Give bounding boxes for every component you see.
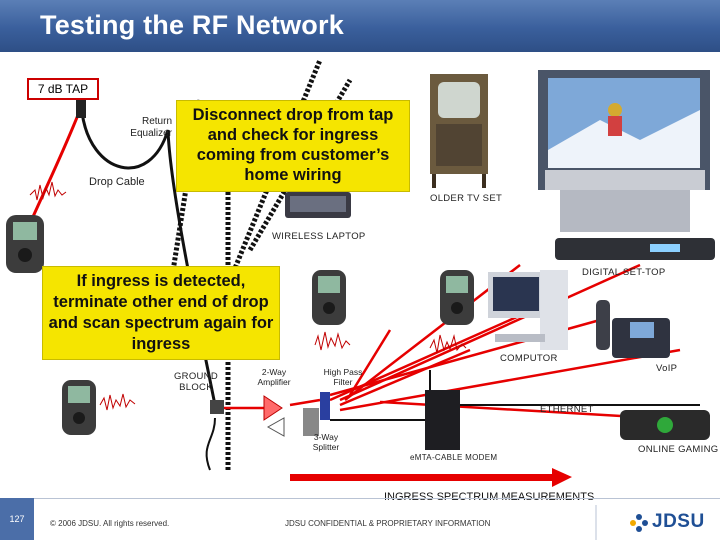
meter-icon [6, 215, 44, 273]
filter-icon [320, 392, 330, 420]
jdsu-logo-mark-icon [630, 514, 648, 532]
older-tv-label: OLDER TV SET [430, 193, 503, 204]
ground-block-label: GROUND BLOCK [173, 371, 219, 393]
wireless-laptop-label: WIRELESS LAPTOP [272, 231, 366, 242]
tap-device [76, 100, 86, 118]
slide-title: Testing the RF Network [40, 10, 344, 40]
ground-block-icon [210, 400, 224, 414]
amplifier-icon [263, 395, 285, 437]
tv-icon [430, 74, 488, 188]
emta-label: eMTA-CABLE MODEM [410, 453, 498, 462]
ethernet-label: ETHERNET [540, 404, 594, 415]
three-way-splitter-label: 3-Way Splitter [312, 432, 340, 452]
computor-label: COMPUTOR [500, 353, 558, 364]
drop-cable-label: Drop Cable [89, 176, 145, 188]
title-bar [0, 0, 720, 52]
modem-icon [425, 370, 460, 450]
ingress-legend-arrow [290, 468, 572, 487]
jdsu-logo: JDSU [628, 510, 712, 536]
voip-phone-icon [596, 300, 670, 358]
big-tv [538, 70, 710, 232]
copyright-text: © 2006 JDSU. All rights reserved. [50, 519, 170, 528]
digital-set-top-label: DIGITAL SET-TOP [582, 267, 666, 278]
set-top-box-icon [555, 238, 715, 260]
page-number: 127 [0, 498, 34, 540]
laptop-icon [285, 192, 351, 218]
ingress-legend-label: INGRESS SPECTRUM MEASUREMENTS [384, 491, 595, 503]
online-gaming-label: ONLINE GAMING [638, 444, 719, 455]
spectrum-trace-icon [29, 181, 467, 411]
ingress-callout: If ingress is detected, terminate other … [42, 266, 280, 360]
game-console-icon [620, 410, 710, 440]
two-way-amplifier-label: 2-Way Amplifier [257, 367, 291, 387]
footer-divider [0, 498, 720, 499]
disconnect-callout: Disconnect drop from tap and check for i… [176, 100, 410, 192]
confidential-text: JDSU CONFIDENTIAL & PROPRIETARY INFORMAT… [285, 519, 491, 528]
voip-label: VoIP [656, 363, 678, 374]
high-pass-filter-label: High Pass Filter [323, 367, 363, 387]
return-equalizer-label: Return Equalizer [130, 116, 172, 139]
jdsu-logo-text: JDSU [652, 511, 705, 532]
computer-icon [488, 270, 568, 350]
tap-label: 7 dB TAP [27, 78, 99, 100]
splitter-icon [303, 408, 319, 436]
ingress-arrow-tap [26, 109, 82, 229]
